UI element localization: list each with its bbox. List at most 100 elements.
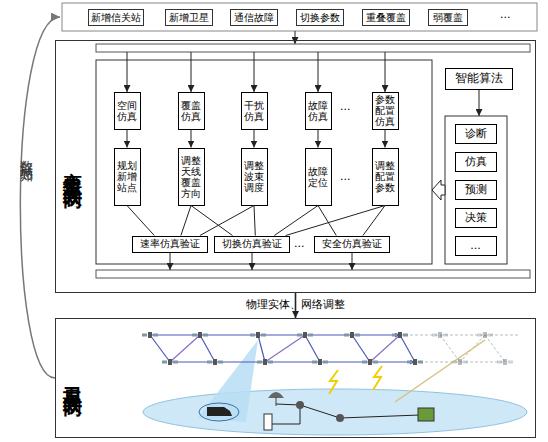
- satellite-symbol: [257, 359, 273, 365]
- flow-arrow: [127, 130, 128, 148]
- satellite-symbol: [432, 332, 448, 338]
- connector-line: [286, 206, 385, 236]
- event-box: 通信故障: [230, 9, 278, 26]
- link-line: [400, 335, 520, 336]
- satellite-illustration: [142, 332, 527, 435]
- flow-arrow: [170, 253, 171, 270]
- lightning-bolt: [329, 370, 338, 394]
- link-line: [265, 335, 305, 362]
- server-icon: [264, 414, 272, 430]
- satellite-symbol: [407, 359, 423, 365]
- satellite-symbol: [207, 359, 223, 365]
- validation-box: 速率仿真验证: [132, 236, 208, 253]
- inter-satellite-links: [150, 335, 415, 362]
- link-line: [400, 335, 415, 362]
- satellite-symbol: [362, 359, 378, 365]
- node-text: 弱覆盖: [433, 11, 463, 25]
- node-text: 预测: [465, 182, 487, 197]
- event-box: 弱覆盖: [428, 9, 468, 26]
- node-text: 调整天线覆盖方向: [180, 155, 203, 199]
- flow-arrow: [295, 31, 296, 44]
- action-box: 故障定位: [305, 148, 332, 206]
- node-text: 智能算法: [455, 70, 503, 87]
- event-box: 新增信关站: [88, 9, 144, 26]
- earth-surface: [143, 389, 527, 435]
- node-text: 新增信关站: [91, 11, 141, 25]
- link-line: [170, 361, 415, 362]
- satellite-symbol: [497, 359, 513, 365]
- computer-icon: [418, 408, 434, 421]
- coverage-beam: [198, 340, 258, 422]
- link-line: [200, 335, 215, 362]
- satellite-symbol: [344, 332, 360, 338]
- flow-arrow: [479, 90, 480, 116]
- action-box: 调整波束调度: [241, 148, 268, 206]
- top-bar: [96, 44, 530, 52]
- satellite-symbol: [250, 332, 266, 338]
- validation-box: 切换仿真验证: [214, 236, 290, 253]
- algorithm-box: 智能算法: [445, 68, 513, 90]
- connector-line: [127, 206, 154, 236]
- link-line: [352, 335, 370, 362]
- link-line: [440, 335, 460, 362]
- node-text: 参数配置仿真: [374, 94, 397, 127]
- node-text: 切换参数: [300, 11, 340, 25]
- event-box: 新增卫星: [165, 9, 213, 26]
- connector-line: [181, 206, 191, 236]
- flow-arrow: [254, 130, 255, 148]
- satellites: [142, 332, 513, 365]
- lightning-bolt: [373, 366, 382, 390]
- simulation-box: 干扰仿真: [241, 92, 268, 130]
- method-box: 决策: [455, 208, 497, 228]
- link-line: [370, 335, 400, 362]
- node-text: 仿真: [465, 154, 487, 169]
- bottom-bar: [96, 270, 530, 278]
- ellipsis-label: ...: [294, 237, 305, 250]
- satellite-symbol: [312, 359, 328, 365]
- connector-line: [363, 206, 385, 236]
- node-text: 切换仿真验证: [222, 237, 282, 251]
- satellite-symbol: [297, 332, 313, 338]
- simulation-box: 参数配置仿真: [372, 92, 399, 130]
- connector-line: [191, 206, 233, 236]
- satellite-symbol: [162, 359, 178, 365]
- method-box: ...: [455, 236, 497, 256]
- node-text: 诊断: [465, 126, 487, 141]
- flow-label: 数据感知: [17, 150, 35, 162]
- simulation-box: 覆盖仿真: [178, 92, 205, 130]
- ground-wire: [272, 405, 300, 424]
- ellipsis-label: ...: [340, 170, 351, 183]
- satellite-symbol: [142, 332, 158, 338]
- node-text: 孪生卫星互联网: [61, 156, 87, 177]
- method-box: 预测: [455, 180, 497, 200]
- satellite-symbol: [192, 332, 208, 338]
- node-text: 干扰仿真: [243, 100, 266, 122]
- event-strip: [62, 3, 537, 31]
- simulation-box: 空间仿真: [114, 92, 141, 130]
- vehicle-icon: [207, 407, 232, 416]
- simulation-box: 故障仿真: [305, 92, 332, 130]
- simulation-region: [96, 60, 432, 264]
- validation-box: 安全仿真验证: [314, 236, 390, 253]
- node-text: 调整波束调度: [243, 160, 266, 193]
- event-box: 重叠覆盖: [362, 9, 410, 26]
- satellite-symbol: [477, 332, 493, 338]
- node-text: 覆盖仿真: [180, 100, 203, 122]
- action-box: 调整配置参数: [372, 148, 399, 206]
- router-icon: [296, 401, 304, 409]
- connector-line: [318, 206, 336, 236]
- node-text: 规划新增站点: [116, 160, 139, 193]
- link-line: [485, 335, 505, 362]
- connector-line: [274, 206, 318, 236]
- node-text: 空间仿真: [116, 100, 139, 122]
- satellite-symbol: [392, 332, 408, 338]
- ground-network: [272, 404, 420, 424]
- link-line: [150, 335, 170, 362]
- connector-line: [200, 206, 254, 236]
- node-text: 调整配置参数: [374, 160, 397, 193]
- node-text: 通信故障: [234, 11, 274, 25]
- feeder-link: [395, 340, 485, 402]
- link-line: [305, 335, 320, 362]
- node-text: 卫星互联网: [61, 371, 87, 386]
